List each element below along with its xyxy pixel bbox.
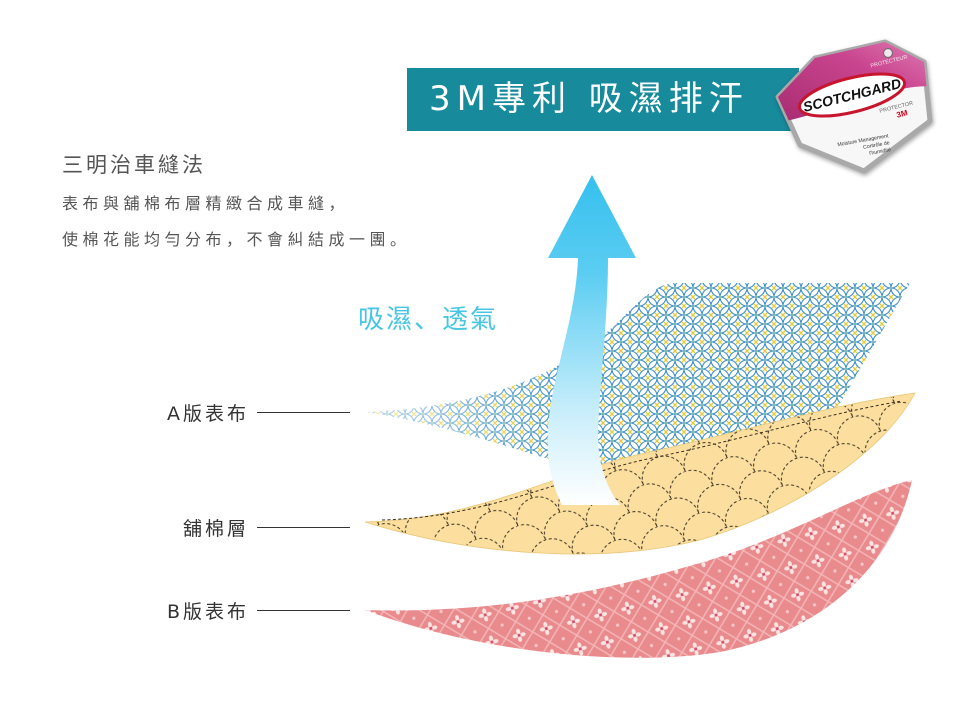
badge-tagline-2: Contrôle de [863,140,891,151]
badge-tagline-3: l'humidité [869,147,892,157]
padding-layer-seam [381,400,903,521]
intro-line-1: 表布與舖棉布層精緻合成車縫， [62,194,350,213]
badge-hole [882,47,894,59]
layer-label-padding-text: 舖棉層 [182,517,249,540]
badge-brand-oval [797,72,907,118]
layer-label-padding-leader-line [257,526,350,528]
layer-label-a-text: A版表布 [167,402,249,425]
layer-label-a-leader-line [257,411,350,413]
badge-maker-logo: 3M [896,108,909,120]
layer-label-a: A版表布 [40,399,350,425]
intro-title: 三明治車縫法 [62,153,206,177]
layer-label-b-leader-line [257,609,350,611]
banner: 3M專利 吸濕排汗 [407,68,799,131]
layer-label-padding: 舖棉層 [40,514,350,540]
up-arrow-icon [547,175,636,505]
intro-line-2: 使棉花能均勻分布，不會糾結成一團。 [62,230,411,249]
scotchgard-badge: SCOTCHGARD PROTECTEUR PROTECTOR 3M Moist… [775,39,933,174]
banner-title: 3M專利 吸濕排汗 [429,79,749,119]
layer-label-b-text: B版表布 [166,600,249,623]
arrow-label: 吸濕、透氣 [358,305,499,335]
b-layer-fabric [365,480,912,658]
layer-label-b: B版表布 [40,597,350,623]
